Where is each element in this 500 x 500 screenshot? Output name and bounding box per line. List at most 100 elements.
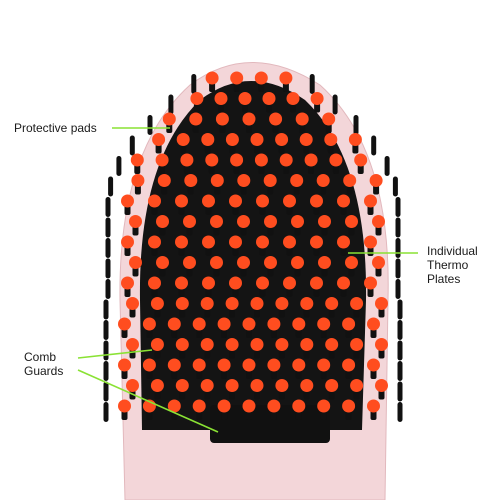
callout-lines (77, 127, 418, 433)
protective-pad (256, 194, 269, 208)
protective-pad (310, 92, 324, 105)
protective-pad (200, 338, 214, 351)
protective-pad (121, 194, 134, 208)
protective-pad (310, 276, 323, 290)
protective-pad (192, 317, 206, 331)
edge-bristle (332, 94, 338, 115)
protective-pad (350, 338, 364, 351)
protective-pad (217, 317, 231, 331)
protective-pad (364, 235, 377, 249)
protective-pad (175, 379, 189, 392)
edge-bristle (397, 381, 403, 402)
protective-pad (275, 133, 289, 146)
protective-pad (142, 317, 156, 331)
edge-bristle (309, 74, 315, 94)
protective-pad (264, 256, 277, 269)
protective-pad (118, 399, 131, 413)
protective-pad (156, 215, 169, 228)
protective-pad (275, 297, 289, 310)
protective-pad (238, 92, 252, 105)
protective-pad (262, 92, 276, 105)
protective-pad (367, 317, 380, 331)
protective-pad (129, 215, 142, 228)
protective-pad (200, 379, 214, 392)
protective-pad (369, 174, 383, 187)
protective-pad (304, 153, 318, 167)
protective-pad (325, 379, 339, 392)
protective-pad (155, 153, 169, 167)
protective-pad (364, 194, 377, 208)
edge-bristle (103, 361, 109, 381)
edge-bristle (103, 402, 109, 422)
protective-pad (263, 174, 277, 187)
protective-pad (318, 256, 331, 269)
protective-pad (279, 153, 293, 167)
edge-bristle (103, 299, 109, 320)
protective-pad (202, 194, 215, 208)
protective-pad (318, 215, 331, 228)
protective-pad (324, 133, 338, 146)
protective-pad (290, 174, 304, 187)
protective-pad (342, 358, 356, 372)
protective-pad (350, 297, 364, 310)
protective-pad (291, 256, 304, 269)
protective-pad (230, 153, 244, 167)
protective-pad (175, 235, 188, 249)
protective-pad (364, 276, 377, 290)
protective-pad (202, 235, 215, 249)
protective-pad (256, 235, 269, 249)
protective-pad (372, 256, 385, 269)
protective-pad (283, 235, 296, 249)
protective-pad (267, 317, 281, 331)
label-comb-guards: Comb Guards (24, 350, 63, 378)
protective-pad (175, 297, 189, 310)
edge-bristle (147, 115, 153, 135)
protective-pad (167, 399, 181, 413)
edge-bristle (395, 238, 401, 258)
label-protective-pads: Protective pads (14, 121, 97, 135)
protective-pad (214, 92, 228, 105)
protective-pad (215, 112, 229, 126)
label-individual-thermo-plates: Individual Thermo Plates (427, 244, 478, 286)
protective-pad (300, 338, 314, 351)
protective-pad (242, 399, 256, 413)
protective-pad (372, 215, 385, 228)
protective-pad (292, 358, 306, 372)
protective-pad (317, 358, 331, 372)
protective-pad (118, 358, 131, 372)
protective-pad (201, 133, 215, 146)
protective-pad (375, 379, 388, 392)
edge-bristle (103, 340, 109, 361)
protective-pad (329, 153, 343, 167)
protective-pad (348, 133, 362, 146)
protective-pad (152, 133, 166, 146)
protective-pad (310, 235, 323, 249)
protective-pad (292, 317, 306, 331)
edge-bristle (168, 94, 174, 115)
protective-pad (250, 379, 264, 392)
protective-pad (118, 317, 131, 331)
protective-pad (267, 399, 281, 413)
protective-pad (242, 358, 256, 372)
protective-pad (354, 153, 368, 167)
protective-pad (148, 194, 161, 208)
protective-pad (192, 358, 206, 372)
edge-bristle (108, 176, 114, 197)
protective-pad (342, 399, 356, 413)
protective-pad (217, 399, 231, 413)
edge-bristle (191, 74, 197, 94)
protective-pad (325, 297, 339, 310)
protective-pad (210, 256, 223, 269)
protective-pad (126, 338, 139, 351)
protective-pad (225, 379, 239, 392)
protective-pad (342, 317, 356, 331)
edge-bristle (384, 156, 390, 176)
edge-bristle (105, 279, 111, 299)
protective-pad (267, 358, 281, 372)
protective-pad (126, 297, 139, 310)
protective-pad (225, 133, 239, 146)
protective-pad (325, 338, 339, 351)
protective-pad (350, 379, 364, 392)
protective-pad (283, 194, 296, 208)
